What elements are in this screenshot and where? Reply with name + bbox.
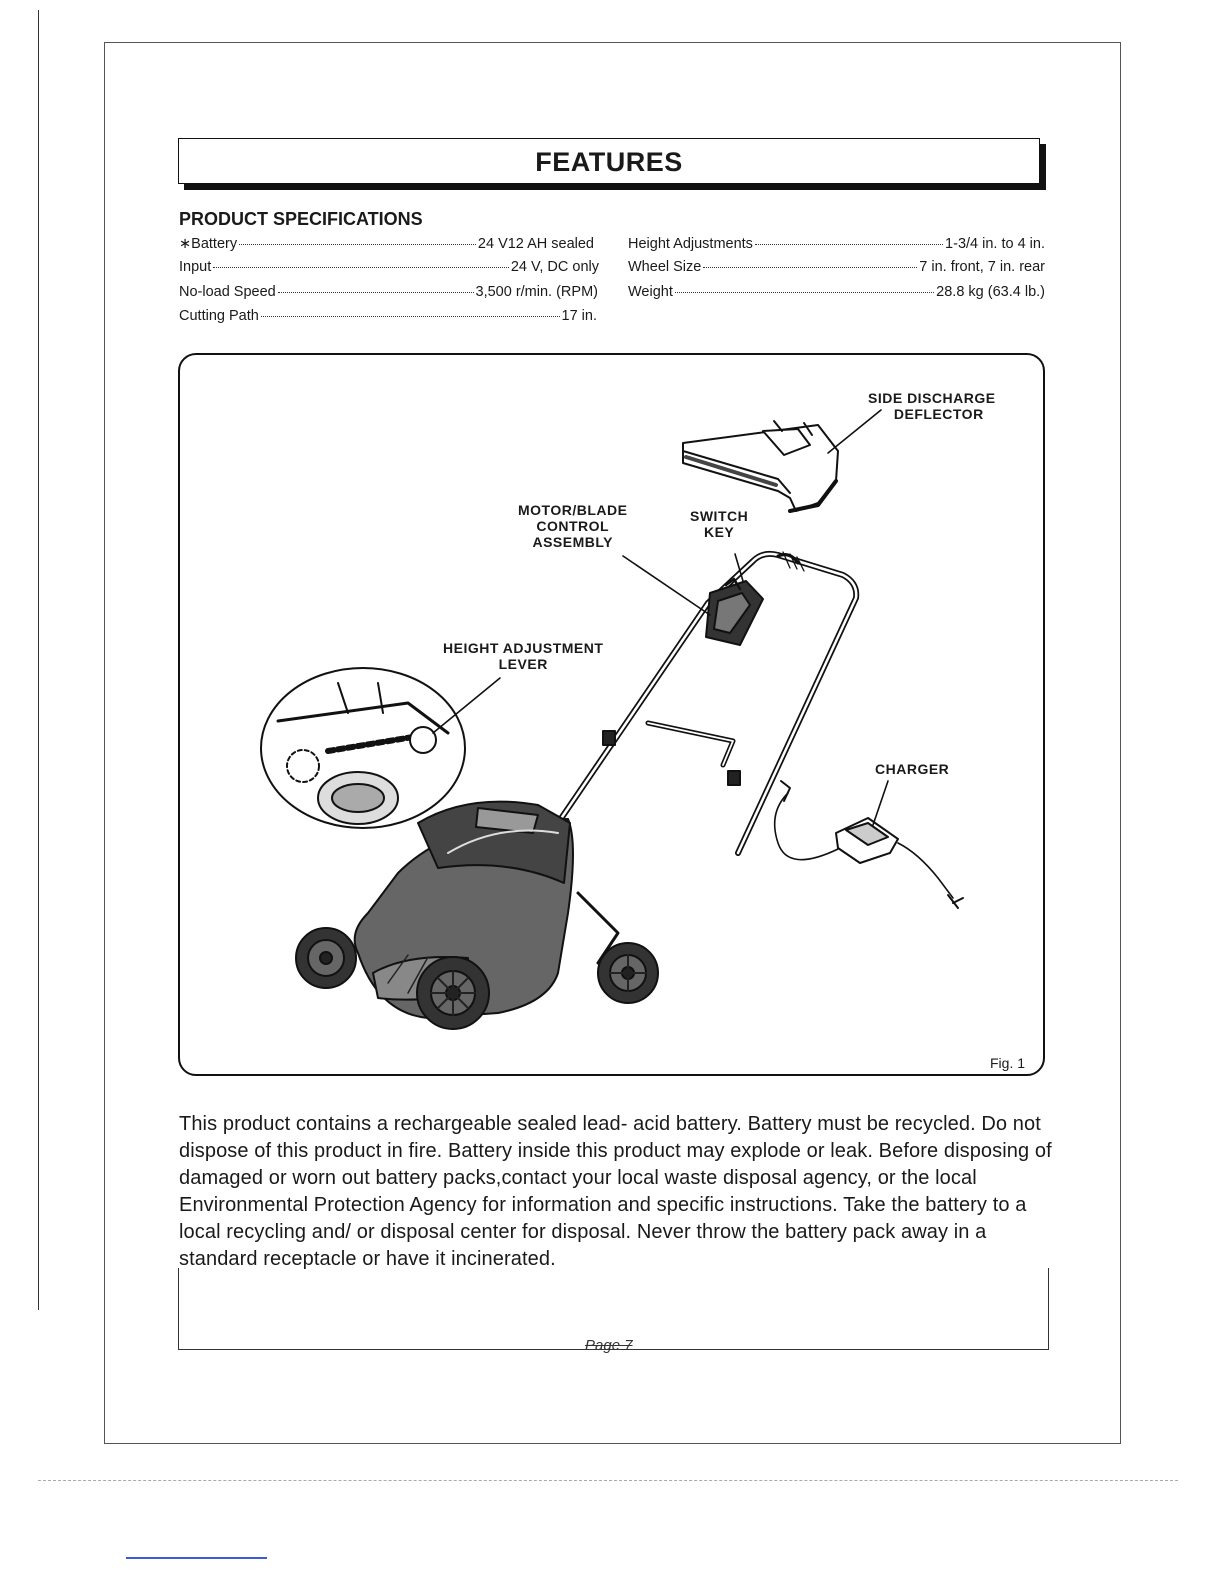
mower-illustration	[260, 409, 964, 1030]
spec-label: Cutting Path	[179, 308, 259, 324]
callout-text: KEY	[703, 524, 735, 540]
callout-text: CONTROL	[536, 518, 610, 534]
spec-value: 3,500 r/min. (RPM)	[475, 284, 598, 300]
spec-row: Cutting Path 17 in.	[179, 308, 597, 324]
footer-rule	[178, 1349, 1049, 1350]
charger	[773, 780, 964, 909]
callout-text: HEIGHT ADJUSTMENT	[443, 640, 604, 656]
height-adjustment-inset	[260, 667, 466, 829]
rear-wheel-right	[597, 942, 659, 1004]
spec-label: Height Adjustments	[628, 236, 753, 252]
callout-leader	[432, 677, 501, 734]
callout-side-discharge: SIDE DISCHARGE DEFLECTOR	[868, 390, 996, 422]
spec-label: ∗Battery	[179, 236, 238, 252]
spec-value: 24 V, DC only	[510, 259, 599, 275]
spec-row: Input 24 V, DC only	[179, 259, 599, 275]
scan-artifact-blue	[126, 1557, 267, 1559]
left-margin-rule	[38, 10, 39, 1310]
callout-text: SIDE DISCHARGE	[868, 390, 996, 406]
callout-charger: CHARGER	[875, 761, 950, 777]
callout-leader	[622, 555, 711, 616]
spec-row: ∗Battery 24 V12 AH sealed	[179, 236, 594, 252]
callout-motor-blade: MOTOR/BLADE CONTROL ASSEMBLY	[518, 502, 627, 550]
section-title: FEATURES	[535, 147, 683, 177]
rear-wheel-left	[295, 927, 357, 989]
callout-leader	[872, 780, 889, 826]
callout-text: SWITCH	[690, 508, 749, 524]
callout-text: DEFLECTOR	[893, 406, 984, 422]
callout-text: LEVER	[498, 656, 548, 672]
section-title-bar: FEATURES	[178, 138, 1040, 184]
spec-label: Input	[179, 259, 212, 275]
switch-key-assembly	[705, 577, 764, 646]
spec-value: 24 V12 AH sealed	[477, 236, 594, 252]
side-discharge-deflector	[682, 420, 839, 513]
handle-knob	[602, 730, 616, 746]
callout-text: ASSEMBLY	[532, 534, 613, 550]
page-number: Page 7	[585, 1337, 633, 1354]
front-wheel-left	[416, 956, 490, 1030]
battery-notice: This product contains a rechargeable sea…	[179, 1113, 1052, 1270]
spec-label: No-load Speed	[179, 284, 276, 300]
mower-handle	[555, 550, 860, 856]
scan-artifact-line	[38, 1480, 1178, 1481]
callout-text: MOTOR/BLADE	[518, 502, 628, 518]
callout-leader	[734, 553, 744, 582]
spec-row: Weight 28.8 kg (63.4 lb.)	[628, 284, 1045, 300]
rear-bracket	[576, 891, 620, 965]
spec-value: 1-3/4 in. to 4 in.	[945, 236, 1045, 252]
footer-frame-right	[1048, 1268, 1049, 1350]
figure-label: Fig. 1	[990, 1055, 1026, 1071]
callout-switch-key: SWITCH KEY	[690, 508, 748, 540]
spec-row: Wheel Size 7 in. front, 7 in. rear	[628, 259, 1045, 275]
spec-label: Wheel Size	[628, 259, 702, 275]
spec-row: No-load Speed 3,500 r/min. (RPM)	[179, 284, 598, 300]
spec-row: Height Adjustments 1-3/4 in. to 4 in.	[628, 236, 1045, 252]
figure-frame	[178, 353, 1045, 1076]
footer-frame-left	[178, 1268, 179, 1350]
spec-value: 17 in.	[561, 308, 597, 324]
spec-value: 7 in. front, 7 in. rear	[919, 259, 1045, 275]
callout-height-adjustment: HEIGHT ADJUSTMENT LEVER	[443, 640, 603, 672]
callout-leader	[827, 409, 882, 454]
handle-knob	[727, 770, 741, 786]
specs-heading: PRODUCT SPECIFICATIONS	[179, 209, 423, 229]
spec-label: Weight	[628, 284, 673, 300]
spec-value: 28.8 kg (63.4 lb.)	[936, 284, 1045, 300]
page-frame	[104, 42, 1121, 1444]
